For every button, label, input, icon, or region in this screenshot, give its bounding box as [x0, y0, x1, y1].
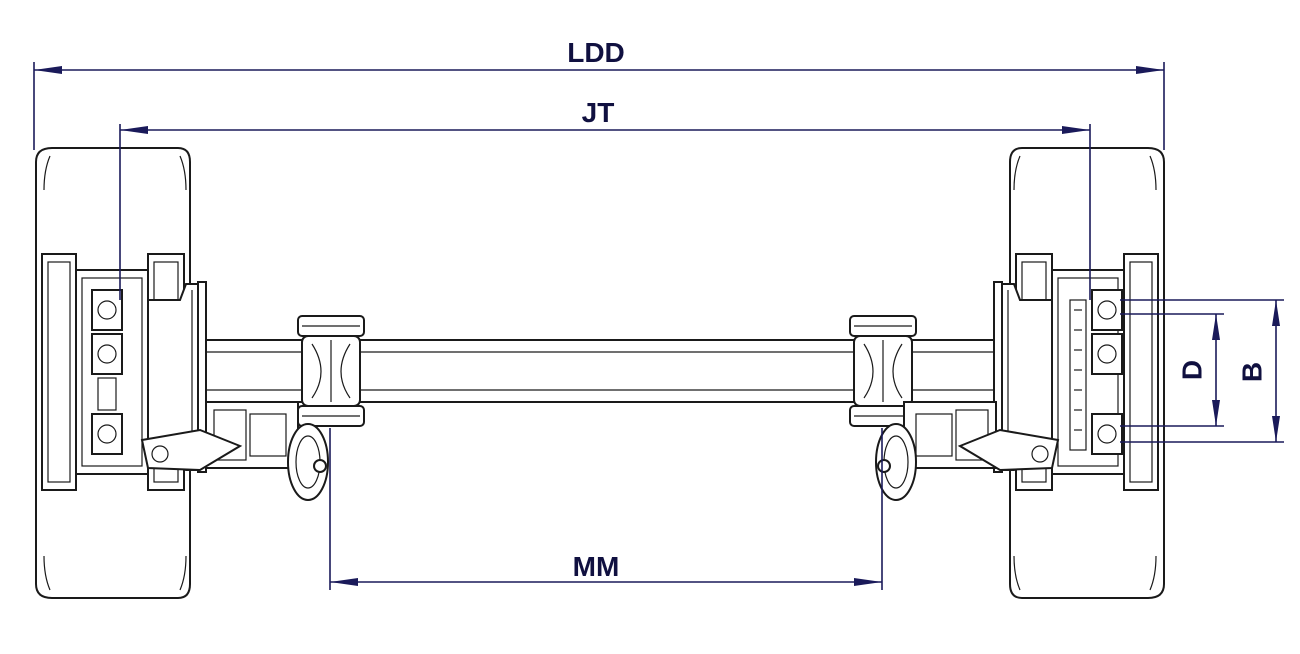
- jt-label: JT: [582, 97, 615, 128]
- right-brake-assembly: [875, 401, 1060, 501]
- d-dimension: D: [1120, 313, 1224, 427]
- b-label: B: [1236, 362, 1267, 382]
- right-wheel: [993, 147, 1165, 599]
- b-arrow-bottom: [1272, 416, 1280, 442]
- b-arrow-top: [1272, 300, 1280, 326]
- mm-dimension: MM: [329, 428, 883, 590]
- d-arrow-top: [1212, 314, 1220, 340]
- jt-dimension: JT: [119, 97, 1091, 300]
- d-label: D: [1176, 360, 1207, 380]
- ldd-label: LDD: [567, 37, 625, 68]
- ldd-arrow-right: [1136, 66, 1164, 74]
- left-brake-assembly: [140, 401, 329, 501]
- b-dimension: B: [1120, 299, 1284, 443]
- mm-arrow-right: [854, 578, 882, 586]
- jt-arrow-right: [1062, 126, 1090, 134]
- jt-arrow-left: [120, 126, 148, 134]
- mm-label: MM: [573, 551, 620, 582]
- mm-arrow-left: [330, 578, 358, 586]
- d-arrow-bottom: [1212, 400, 1220, 426]
- left-wheel: [35, 147, 207, 599]
- left-spring-seat: [297, 315, 365, 427]
- ldd-dimension: LDD: [33, 37, 1165, 150]
- right-spring-seat: [849, 315, 917, 427]
- ldd-arrow-left: [34, 66, 62, 74]
